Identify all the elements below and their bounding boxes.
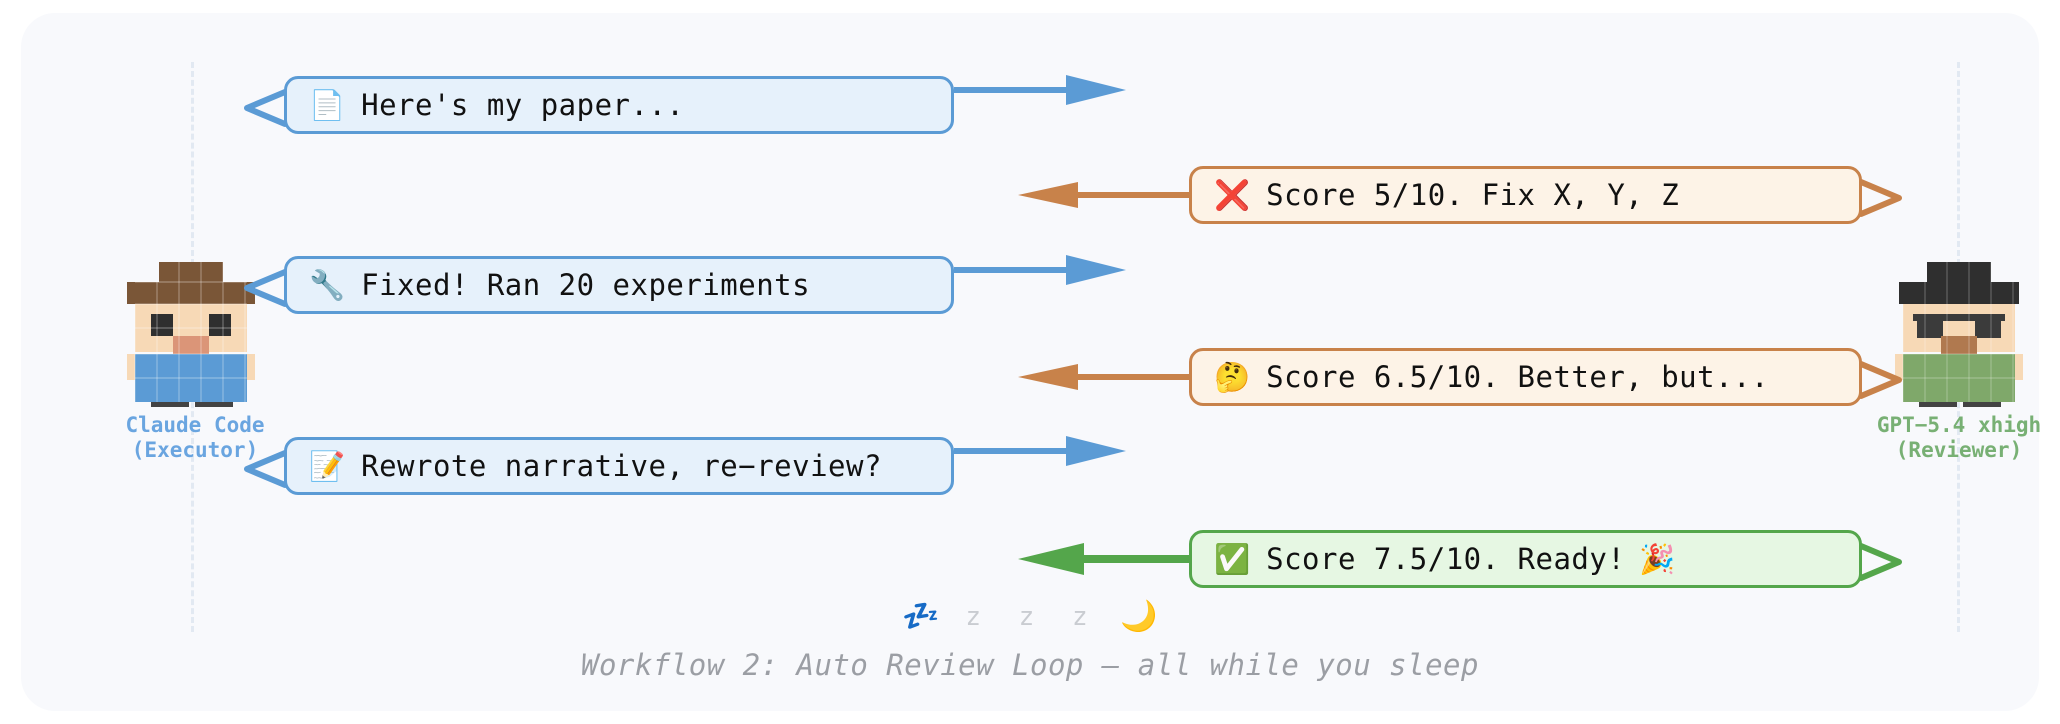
bubble-tail-right: [1858, 360, 1905, 400]
message-bubble-6[interactable]: ✅ Score 7.5/10. Ready! 🎉: [1189, 530, 1902, 588]
arrow-to-executor-2: [1008, 178, 1190, 212]
avatar-label-claude-code: Claude Code (Executor): [125, 413, 265, 462]
party-popper-icon: 🎉: [1639, 541, 1676, 576]
bubble-tail-left: [241, 88, 288, 128]
bubble-tail-left: [241, 268, 288, 308]
check-mark-button-icon: ✅: [1214, 541, 1251, 576]
message-text-5: Rewrote narrative, re−review?: [361, 449, 882, 483]
message-bubble-5[interactable]: 📝 Rewrote narrative, re−review?: [244, 437, 954, 495]
sleep-text: z z z: [965, 601, 1099, 632]
bubble-tail-left: [241, 449, 288, 489]
avatar-gpt-reviewer: [1873, 262, 2045, 424]
message-text-6: Score 7.5/10. Ready!: [1266, 542, 1626, 576]
page-facing-up-icon: 📄: [309, 87, 346, 122]
message-text-1: Here's my paper...: [361, 88, 685, 122]
message-text-2: Score 5/10. Fix X, Y, Z: [1266, 178, 1680, 212]
message-bubble-4[interactable]: 🤔 Score 6.5/10. Better, but...: [1189, 348, 1902, 406]
message-text-4: Score 6.5/10. Better, but...: [1266, 360, 1769, 394]
arrow-to-reviewer-5: [954, 434, 1134, 468]
bubble-tail-right: [1858, 542, 1905, 582]
cross-mark-icon: ❌: [1214, 177, 1251, 212]
message-bubble-2[interactable]: ❌ Score 5/10. Fix X, Y, Z: [1189, 166, 1902, 224]
diagram-caption: Workflow 2: Auto Review Loop — all while…: [581, 648, 1479, 682]
pixel-avatar-claude-code-icon: [105, 262, 277, 424]
crescent-moon-icon: 🌙: [1120, 599, 1158, 634]
message-text-3: Fixed! Ran 20 experiments: [361, 268, 811, 302]
arrow-to-executor-4: [1008, 360, 1190, 394]
sleep-indicator-row: 💤 z z z 🌙: [0, 599, 2060, 643]
wrench-icon: 🔧: [309, 267, 346, 302]
avatar-label-gpt-reviewer: GPT−5.4 xhigh (Reviewer): [1876, 413, 2042, 462]
thinking-face-icon: 🤔: [1214, 359, 1251, 394]
arrow-to-reviewer-1: [954, 73, 1134, 107]
avatar-claude-code: [105, 262, 277, 424]
memo-icon: 📝: [309, 448, 346, 483]
bubble-tail-right: [1858, 178, 1905, 218]
zzz-icon: 💤: [902, 599, 940, 634]
arrow-to-executor-6: [1008, 542, 1190, 576]
message-bubble-3[interactable]: 🔧 Fixed! Ran 20 experiments: [244, 256, 954, 314]
arrow-to-reviewer-3: [954, 253, 1134, 287]
message-bubble-1[interactable]: 📄 Here's my paper...: [244, 76, 954, 134]
pixel-avatar-gpt-reviewer-icon: [1873, 262, 2045, 424]
